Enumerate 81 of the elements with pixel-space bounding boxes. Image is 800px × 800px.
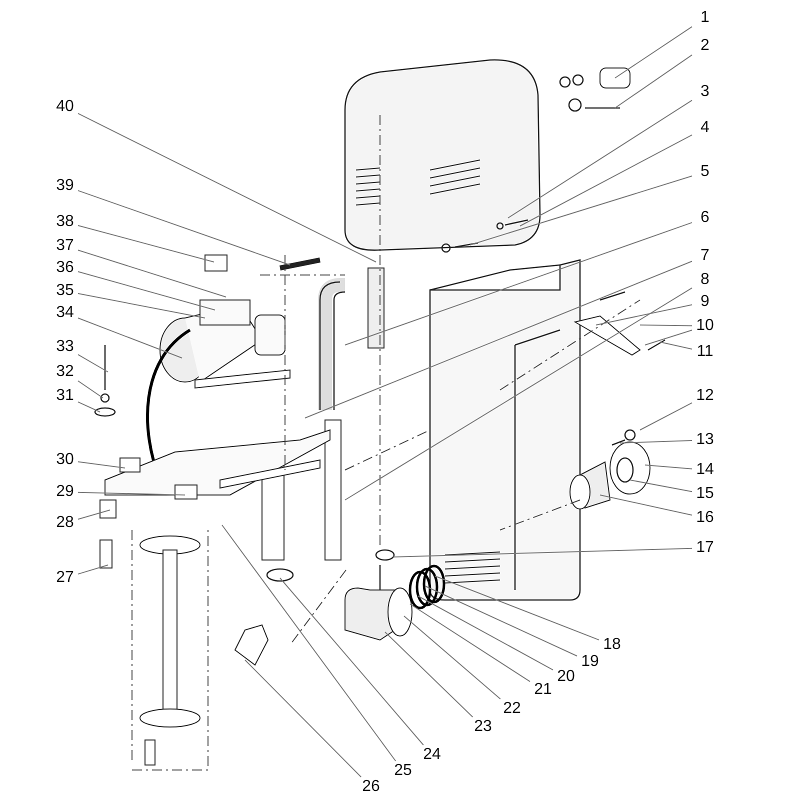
leader-line [640, 324, 692, 326]
callout-number: 16 [693, 509, 717, 527]
leader-line [404, 616, 501, 700]
leader-line [78, 401, 100, 412]
callout-number: 5 [693, 163, 717, 181]
callout-number: 34 [53, 304, 77, 322]
leader-line [244, 660, 362, 778]
callout-number: 11 [693, 343, 717, 361]
callout-number: 40 [53, 98, 77, 116]
leader-line [434, 576, 600, 640]
callout-number: 19 [578, 653, 602, 671]
leader-line [78, 250, 226, 298]
callout-number: 3 [693, 83, 717, 101]
leader-line [222, 524, 396, 762]
callout-number: 7 [693, 247, 717, 265]
leader-line [344, 287, 692, 500]
callout-number: 38 [53, 213, 77, 231]
leader-line [78, 293, 206, 318]
callout-number: 36 [53, 259, 77, 277]
leader-line [424, 586, 578, 656]
leader-line [78, 190, 290, 266]
leader-line [640, 402, 692, 430]
callout-number: 23 [471, 718, 495, 736]
callout-number: 29 [53, 483, 77, 501]
leader-line [614, 26, 692, 78]
leader-line [280, 578, 424, 746]
callout-number: 12 [693, 387, 717, 405]
leader-line [644, 464, 692, 470]
callout-number: 27 [53, 569, 77, 587]
callout-number: 8 [693, 271, 717, 289]
callout-number: 2 [693, 37, 717, 55]
callout-number: 25 [391, 762, 415, 780]
callout-number: 10 [693, 317, 717, 335]
callout-number: 33 [53, 338, 77, 356]
leader-line [304, 260, 692, 418]
leader-line [600, 494, 692, 516]
leader-line [78, 112, 376, 262]
callout-number: 20 [554, 668, 578, 686]
leader-line [410, 604, 530, 682]
leader-line [470, 176, 692, 246]
callout-number: 26 [359, 778, 383, 796]
callout-number: 32 [53, 363, 77, 381]
callout-number: 31 [53, 387, 77, 405]
callout-number: 24 [420, 746, 444, 764]
callout-number: 28 [53, 514, 77, 532]
callout-number: 22 [500, 700, 524, 718]
leader-line [78, 225, 214, 262]
leader-line [78, 354, 108, 372]
leader-line [78, 564, 108, 575]
leader-line [384, 632, 474, 718]
callout-number: 14 [693, 461, 717, 479]
callout-number: 18 [600, 636, 624, 654]
leader-line [614, 54, 692, 108]
callout-number: 4 [693, 119, 717, 137]
leader-line [78, 461, 126, 468]
leader-line [78, 510, 110, 520]
callout-number: 37 [53, 237, 77, 255]
leader-line [418, 596, 554, 670]
leader-line [78, 492, 186, 496]
leader-line [620, 440, 692, 444]
leader-line [78, 380, 104, 398]
leader-line [392, 548, 692, 558]
leader-line [344, 222, 692, 346]
leader-line [660, 342, 692, 350]
callout-number: 17 [693, 539, 717, 557]
callout-number: 30 [53, 451, 77, 469]
leader-line [644, 330, 692, 346]
leader-line [596, 304, 692, 326]
callout-number: 35 [53, 282, 77, 300]
callout-number: 9 [693, 293, 717, 311]
callout-number: 15 [693, 485, 717, 503]
callout-number: 1 [693, 9, 717, 27]
leader-line [508, 100, 692, 218]
leader-line [520, 134, 692, 226]
callout-number: 6 [693, 209, 717, 227]
leader-line [630, 480, 692, 492]
callout-number: 13 [693, 431, 717, 449]
callout-number: 39 [53, 177, 77, 195]
leader-line [78, 271, 216, 310]
leader-line [78, 318, 182, 358]
callout-number: 21 [531, 681, 555, 699]
